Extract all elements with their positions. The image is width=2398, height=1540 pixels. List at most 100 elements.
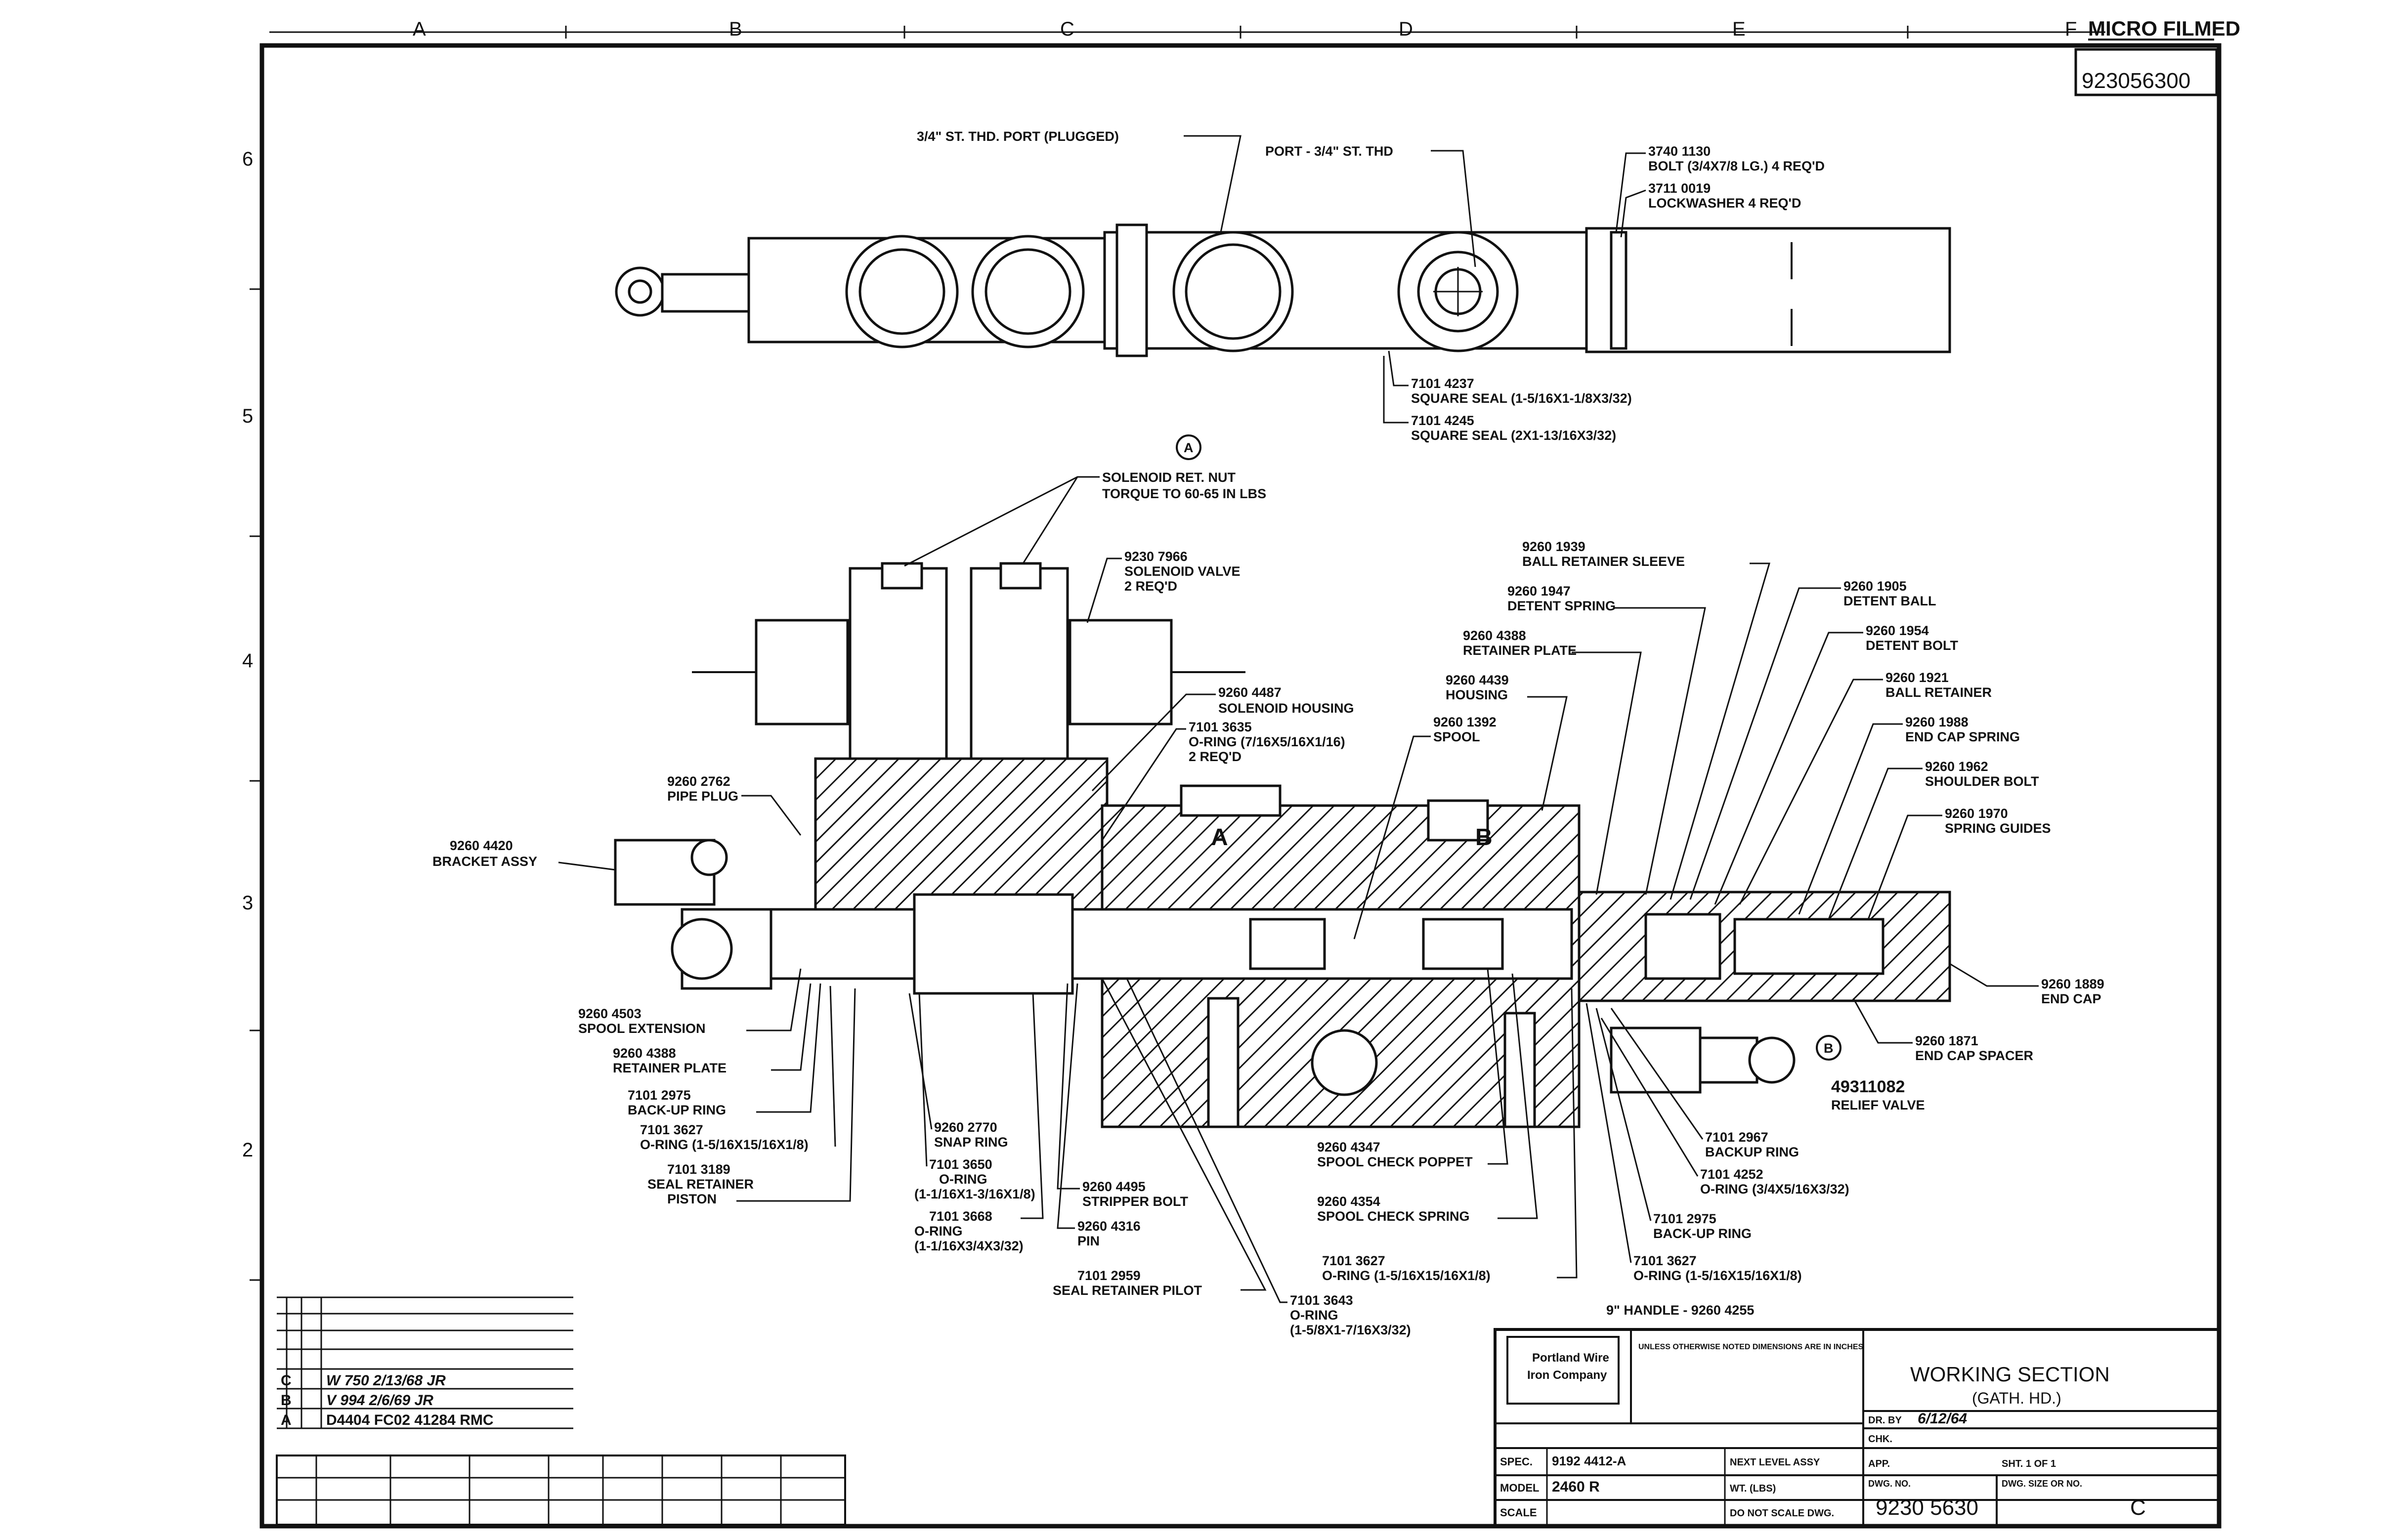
model-value: 2460 R	[1552, 1479, 1600, 1495]
label-backup3-desc: BACK-UP RING	[1653, 1226, 1752, 1241]
rev-a-letter: A	[281, 1412, 292, 1428]
label-backup2-num: 7101 2967	[1705, 1130, 1768, 1145]
zone-letter-f: F	[2065, 18, 2077, 40]
label-backup1-desc: BACK-UP RING	[628, 1103, 726, 1117]
label-backup3-num: 7101 2975	[1653, 1211, 1716, 1226]
zone-number-2: 2	[242, 1139, 253, 1161]
zone-letter-a: A	[413, 18, 426, 40]
label-guides-desc: SPRING GUIDES	[1945, 821, 2051, 836]
label-pin-num: 9260 4316	[1077, 1219, 1141, 1234]
zone-letter-d: D	[1399, 18, 1413, 40]
label-sol-valve-num: 9230 7966	[1124, 549, 1188, 564]
label-check-spring-num: 9260 4354	[1317, 1194, 1380, 1209]
label-endcap-spring-desc: END CAP SPRING	[1905, 729, 2020, 744]
weight-label: WT. (LBS)	[1730, 1483, 1776, 1494]
micro-filmed-stamp: MICRO FILMED	[2088, 17, 2240, 41]
label-port-thd: PORT - 3/4" ST. THD	[1265, 144, 1393, 159]
label-seal-pilot-desc: SEAL RETAINER PILOT	[1053, 1283, 1202, 1298]
label-snap-desc: SNAP RING	[934, 1135, 1008, 1150]
label-det-ball-num: 9260 1905	[1843, 579, 1907, 594]
label-seal-piston-1: SEAL RETAINER	[647, 1177, 754, 1192]
label-ret-plate-num: 9260 4388	[1463, 628, 1526, 643]
sheet-label: SHT. 1 OF 1	[2002, 1458, 2056, 1469]
label-det-ball-desc: DETENT BALL	[1843, 594, 1936, 608]
chk-label: CHK.	[1868, 1434, 1892, 1445]
label-oring5-2: (1-5/8X1-7/16X3/32)	[1290, 1323, 1411, 1337]
scale-label: SCALE	[1500, 1506, 1537, 1519]
label-oring3-1: O-RING	[939, 1172, 987, 1187]
label-oring8-desc: O-RING (1-5/16X15/16X1/8)	[1633, 1268, 1802, 1283]
label-poppet-num: 9260 4347	[1317, 1140, 1380, 1155]
label-bracket-desc: BRACKET ASSY	[432, 854, 537, 869]
label-seal2-num: 7101 4245	[1411, 413, 1474, 428]
label-sol-valve-2: 2 REQ'D	[1124, 579, 1177, 594]
label-ball-ret-desc: BALL RETAINER	[1885, 685, 1992, 700]
zone-letter-b: B	[729, 18, 742, 40]
dr-value: 6/12/64	[1918, 1411, 1967, 1427]
rev-a-text: D4404 FC02 41284 RMC	[326, 1412, 494, 1428]
label-seal-piston-num: 7101 3189	[667, 1162, 730, 1177]
section-labels: SOLENOID RET. NUT TORQUE TO 60-65 IN LBS…	[432, 470, 2104, 1337]
label-det-spring-desc: DETENT SPRING	[1507, 599, 1616, 613]
label-bracket-num: 9260 4420	[450, 838, 513, 853]
label-seal1-num: 7101 4237	[1411, 376, 1474, 391]
label-seal-piston-2: PISTON	[667, 1192, 717, 1206]
label-sol-valve-1: SOLENOID VALVE	[1124, 564, 1241, 579]
label-bolt-desc: BOLT (3/4X7/8 LG.) 4 REQ'D	[1648, 159, 1825, 173]
zone-number-4: 4	[242, 650, 253, 672]
label-oring1-num: 7101 3635	[1189, 720, 1252, 734]
next-level-label: NEXT LEVEL ASSY	[1730, 1457, 1820, 1468]
label-shoulder-num: 9260 1962	[1925, 759, 1988, 774]
size-value: C	[2130, 1496, 2146, 1520]
sheet-border	[250, 26, 2222, 1529]
section-view	[614, 562, 1951, 1128]
label-ret-plate2-num: 9260 4388	[613, 1046, 676, 1061]
label-oring5-num: 7101 3643	[1290, 1293, 1353, 1308]
callout-b: B	[1824, 1041, 1834, 1056]
label-oring3-2: (1-1/16X1-3/16X1/8)	[914, 1187, 1035, 1201]
label-oring2-desc: O-RING (1-5/16X15/16X1/8)	[640, 1137, 809, 1152]
label-snap-num: 9260 2770	[934, 1120, 997, 1135]
spec-value: 9192 4412-A	[1552, 1454, 1627, 1468]
label-bolt-num: 3740 1130	[1648, 144, 1711, 159]
company-name-1: Portland Wire	[1532, 1351, 1609, 1365]
label-ball-sleeve-num: 9260 1939	[1522, 539, 1585, 554]
label-seal2-desc: SQUARE SEAL (2X1-13/16X3/32)	[1411, 428, 1616, 443]
label-oring2-num: 7101 3627	[640, 1122, 703, 1137]
revision-block: C W 750 2/13/68 JR B V 994 2/6/69 JR A D…	[276, 1296, 846, 1526]
detail-callouts: A B A B	[1176, 434, 1841, 1061]
label-lockwasher-desc: LOCKWASHER 4 REQ'D	[1648, 196, 1801, 211]
label-oring7-desc: O-RING (3/4X5/16X3/32)	[1700, 1182, 1849, 1197]
label-stripper-desc: STRIPPER BOLT	[1082, 1194, 1189, 1209]
zone-number-6: 6	[242, 148, 253, 170]
tolerance-note: UNLESS OTHERWISE NOTED DIMENSIONS ARE IN…	[1638, 1343, 1863, 1351]
label-oring3-num: 7101 3650	[929, 1157, 992, 1172]
label-housing-desc: HOUSING	[1446, 687, 1508, 702]
app-label: APP.	[1868, 1458, 1890, 1469]
label-oring6-num: 7101 3627	[1322, 1253, 1385, 1268]
label-seal-pilot-num: 7101 2959	[1077, 1268, 1141, 1283]
label-oring6-desc: O-RING (1-5/16X15/16X1/8)	[1322, 1268, 1491, 1283]
rev-c-text: W 750 2/13/68 JR	[326, 1372, 446, 1389]
label-seal1-desc: SQUARE SEAL (1-5/16X1-1/8X3/32)	[1411, 391, 1632, 406]
label-pipe-plug-desc: PIPE PLUG	[667, 789, 738, 804]
top-view-labels: 3/4" ST. THD. PORT (PLUGGED) PORT - 3/4"…	[917, 129, 1825, 443]
label-sol-housing-num: 9260 4487	[1218, 685, 1282, 700]
label-spool-ext-desc: SPOOL EXTENSION	[578, 1021, 706, 1036]
zone-number-5: 5	[242, 405, 253, 427]
label-sol-nut-2: TORQUE TO 60-65 IN LBS	[1102, 486, 1266, 501]
label-endcap-spacer-desc: END CAP SPACER	[1915, 1048, 2033, 1063]
zone-letters: A B C D E F 6 5 4 3 2	[242, 18, 2077, 1161]
top-view	[615, 223, 1951, 357]
label-ret-plate2-desc: RETAINER PLATE	[613, 1061, 727, 1075]
label-shoulder-desc: SHOULDER BOLT	[1925, 774, 2039, 789]
drawing-title-1: WORKING SECTION	[1910, 1363, 2110, 1386]
dwg-label: DWG. NO.	[1868, 1479, 1911, 1489]
label-endcap-desc: END CAP	[2041, 991, 2101, 1006]
port-b-label: B	[1475, 824, 1493, 851]
label-sol-housing-desc: SOLENOID HOUSING	[1218, 701, 1354, 716]
label-det-bolt-desc: DETENT BOLT	[1866, 638, 1958, 653]
label-oring4-num: 7101 3668	[929, 1209, 992, 1224]
label-spool-desc: SPOOL	[1433, 729, 1480, 744]
label-endcap-spring-num: 9260 1988	[1905, 715, 1969, 729]
